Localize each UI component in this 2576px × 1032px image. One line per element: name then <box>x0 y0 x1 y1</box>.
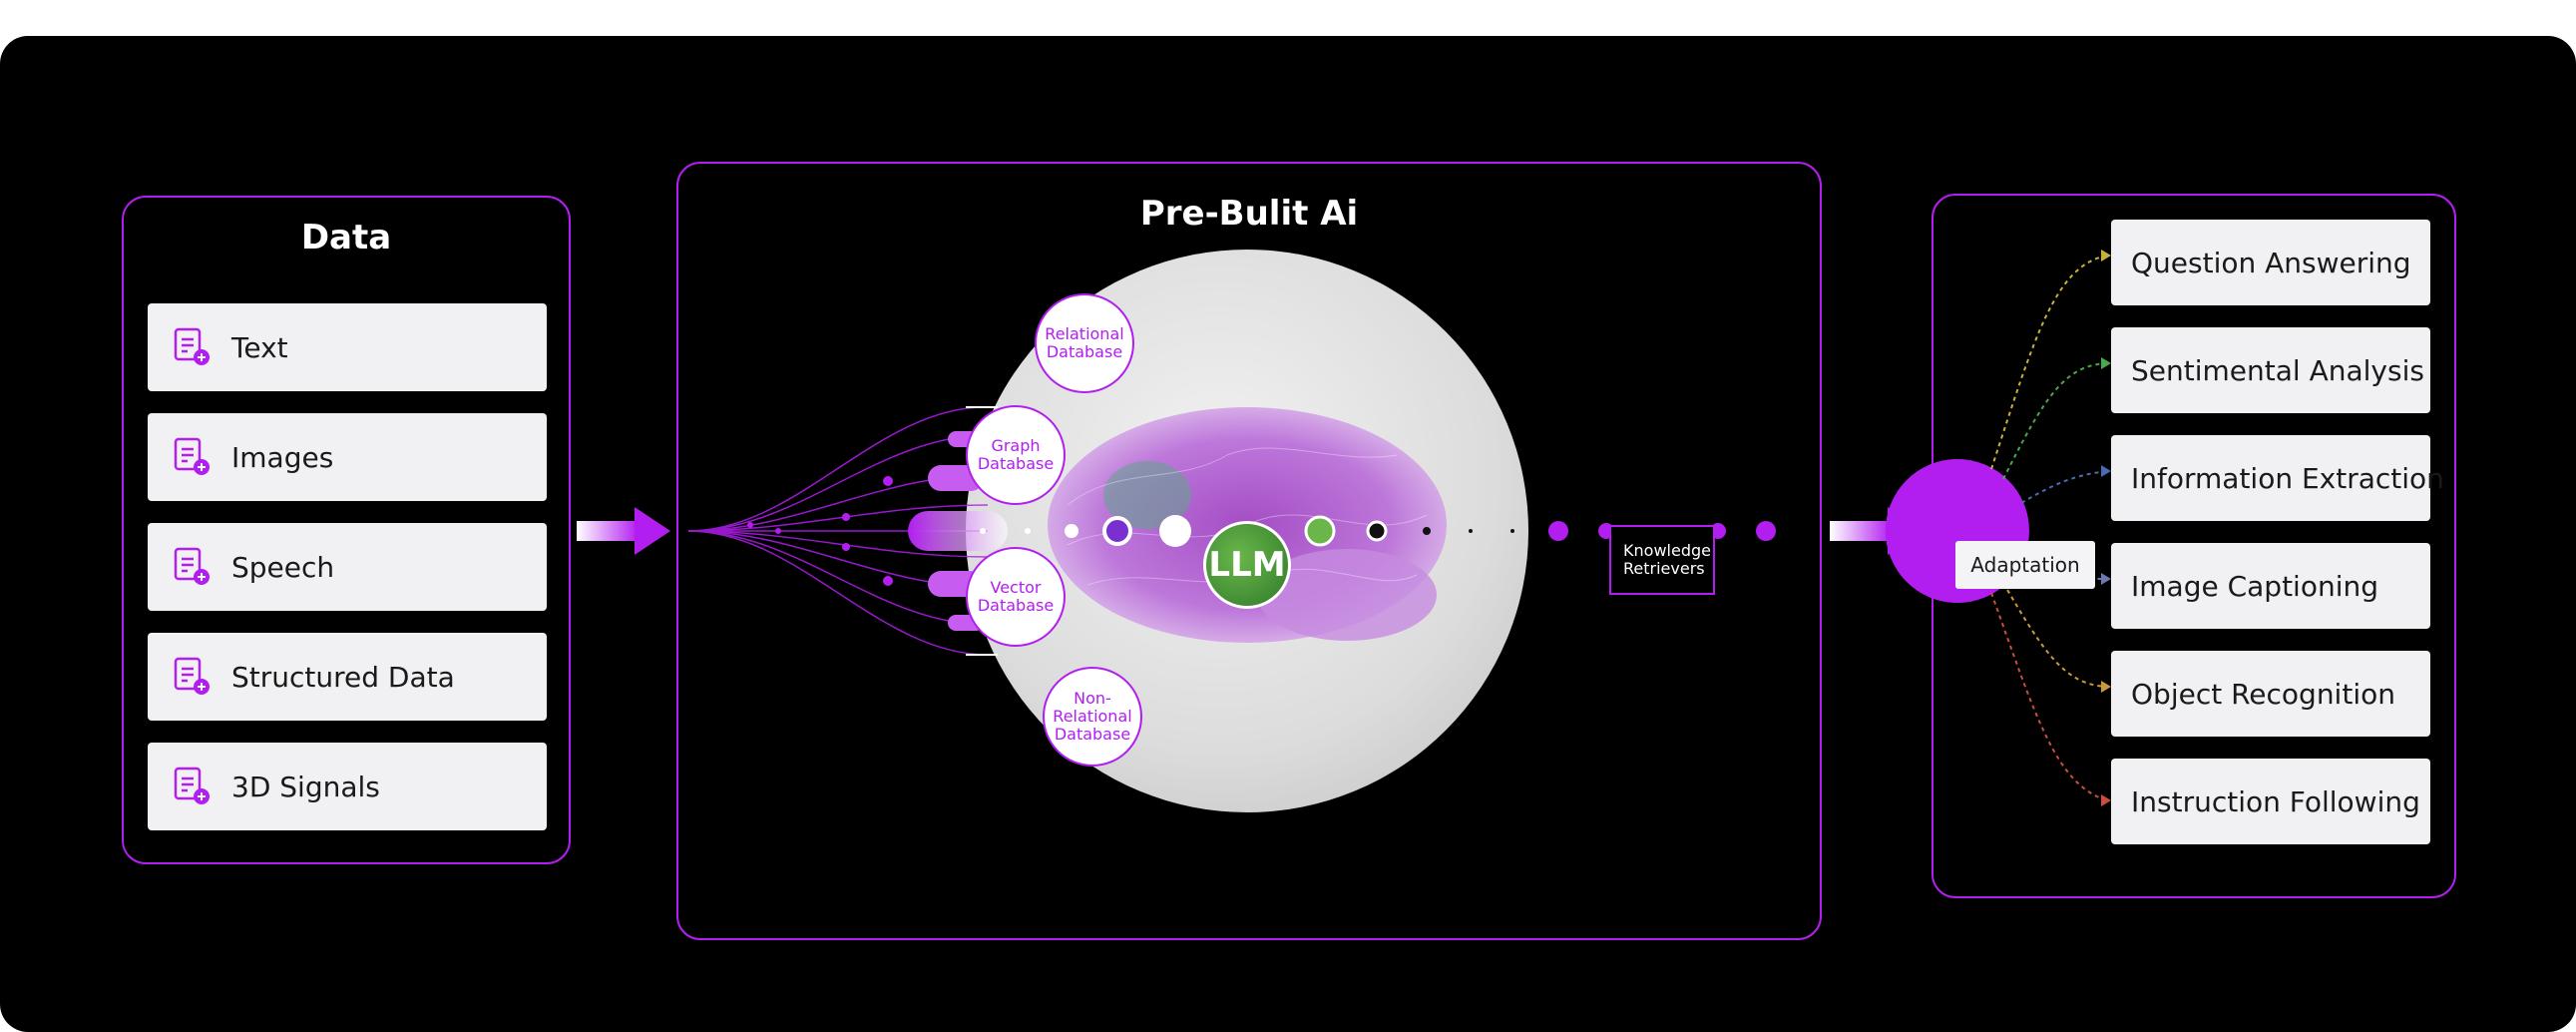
db-bracket <box>966 406 998 656</box>
task-object-recognition[interactable]: Object Recognition <box>2111 651 2430 737</box>
db-label-line: Database <box>977 596 1055 615</box>
db-label-line: Vector <box>990 578 1042 597</box>
document-plus-icon <box>174 657 210 695</box>
data-item-text[interactable]: Text <box>148 303 547 391</box>
data-item-images[interactable]: Images <box>148 413 547 501</box>
task-image-captioning[interactable]: Image Captioning <box>2111 543 2430 629</box>
retriever-label-line: Retrievers <box>1623 559 1705 578</box>
task-arrowheads <box>2101 250 2111 806</box>
data-item-label: Speech <box>231 550 335 584</box>
db-label-line: Database <box>977 454 1055 473</box>
db-label-line: Graph <box>991 436 1041 455</box>
fan-dots <box>747 476 893 586</box>
task-label: Sentimental Analysis <box>2131 353 2424 387</box>
document-plus-icon <box>174 547 210 585</box>
adaptation-label[interactable]: Adaptation <box>1955 541 2095 589</box>
task-information-extraction[interactable]: Information Extraction <box>2111 435 2444 521</box>
document-plus-icon <box>174 327 210 365</box>
data-item-label: 3D Signals <box>231 770 380 803</box>
data-panel: Data <box>122 196 571 864</box>
arrow-data-to-prebuilt <box>577 507 670 555</box>
output-panel <box>1932 194 2456 898</box>
task-label: Object Recognition <box>2131 677 2395 711</box>
data-item-structured-data[interactable]: Structured Data <box>148 633 547 721</box>
task-label: Question Answering <box>2131 246 2411 279</box>
data-item-speech[interactable]: Speech <box>148 523 547 611</box>
db-label-line: Non- <box>1073 689 1111 708</box>
db-label-line: Database <box>1054 725 1131 744</box>
vector-database-node[interactable]: Vector Database <box>966 547 1066 647</box>
task-label: Information Extraction <box>2131 461 2444 495</box>
prebuilt-panel-title: Pre-Bulit Ai <box>1139 194 1359 234</box>
prebuilt-ai-panel: Pre-Bulit Ai <box>676 162 1822 940</box>
data-item-label: Structured Data <box>231 660 455 694</box>
task-label: Image Captioning <box>2131 569 2379 603</box>
db-label-line: Relational <box>1053 707 1132 726</box>
data-item-3d-signals[interactable]: 3D Signals <box>148 743 547 830</box>
graph-database-node[interactable]: Graph Database <box>966 405 1066 505</box>
diagram-canvas: Data Text Images <box>0 36 2576 1032</box>
retriever-label-line: Knowledge <box>1623 541 1711 560</box>
data-item-label: Text <box>231 330 288 364</box>
db-label-line: Relational <box>1045 324 1124 343</box>
task-sentimental-analysis[interactable]: Sentimental Analysis <box>2111 327 2430 413</box>
task-question-answering[interactable]: Question Answering <box>2111 220 2430 305</box>
knowledge-retrievers-node[interactable]: Knowledge Retrievers <box>1609 525 1715 595</box>
task-instruction-following[interactable]: Instruction Following <box>2111 759 2430 844</box>
task-label: Instruction Following <box>2131 784 2420 818</box>
data-item-label: Images <box>231 440 334 474</box>
db-label-line: Database <box>1046 342 1123 361</box>
document-plus-icon <box>174 767 210 804</box>
relational-database-node[interactable]: Relational Database <box>1035 293 1134 393</box>
llm-node[interactable]: LLM <box>1203 521 1291 609</box>
non-relational-database-node[interactable]: Non- Relational Database <box>1043 667 1142 767</box>
document-plus-icon <box>174 437 210 475</box>
data-panel-title: Data <box>300 218 392 258</box>
